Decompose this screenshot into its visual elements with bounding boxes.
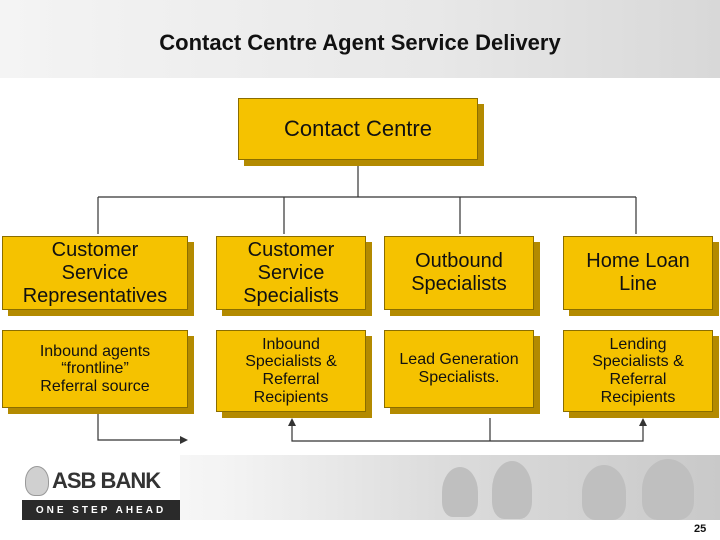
detail-label: Lead Generation Specialists. [399,351,519,386]
title-bar [0,0,720,78]
detail-label: Inbound Specialists & Referral Recipient… [245,335,337,406]
referral-arrow-left [97,414,180,441]
banner-photo-person [582,465,626,520]
role-box-csr: Customer Service Representatives [2,236,188,310]
detail-box-css: Inbound Specialists & Referral Recipient… [216,330,366,412]
role-box-home-loan: Home Loan Line [563,236,713,310]
arrowhead-up-2 [639,418,647,426]
role-label: Customer Service Representatives [22,238,168,307]
banner-photo-person [442,467,478,517]
page-title: Contact Centre Agent Service Delivery [159,30,561,55]
arrowhead-right [180,436,188,444]
contact-centre-label: Contact Centre [284,116,432,141]
referral-arrow-right [291,418,644,442]
detail-box-home-loan: Lending Specialists & Referral Recipient… [563,330,713,412]
page-number: 25 [694,523,707,535]
role-box-css: Customer Service Specialists [216,236,366,310]
arrowhead-up-1 [288,418,296,426]
detail-label: Inbound agents “frontline” Referral sour… [39,342,151,395]
detail-box-outbound: Lead Generation Specialists. [384,330,534,408]
role-label: Outbound Specialists [411,250,507,295]
role-box-outbound: Outbound Specialists [384,236,534,310]
banner-photo-person [492,461,532,519]
role-label: Customer Service Specialists [243,238,339,307]
detail-box-csr: Inbound agents “frontline” Referral sour… [2,330,188,408]
contact-centre-box: Contact Centre [238,98,478,160]
banner-photo-person [642,459,694,520]
bank-tagline: ONE STEP AHEAD [22,500,180,520]
bank-name: ASB BANK [52,468,161,493]
role-label: Home Loan Line [586,250,690,295]
detail-label: Lending Specialists & Referral Recipient… [592,335,684,406]
bank-seal-icon [25,466,49,496]
